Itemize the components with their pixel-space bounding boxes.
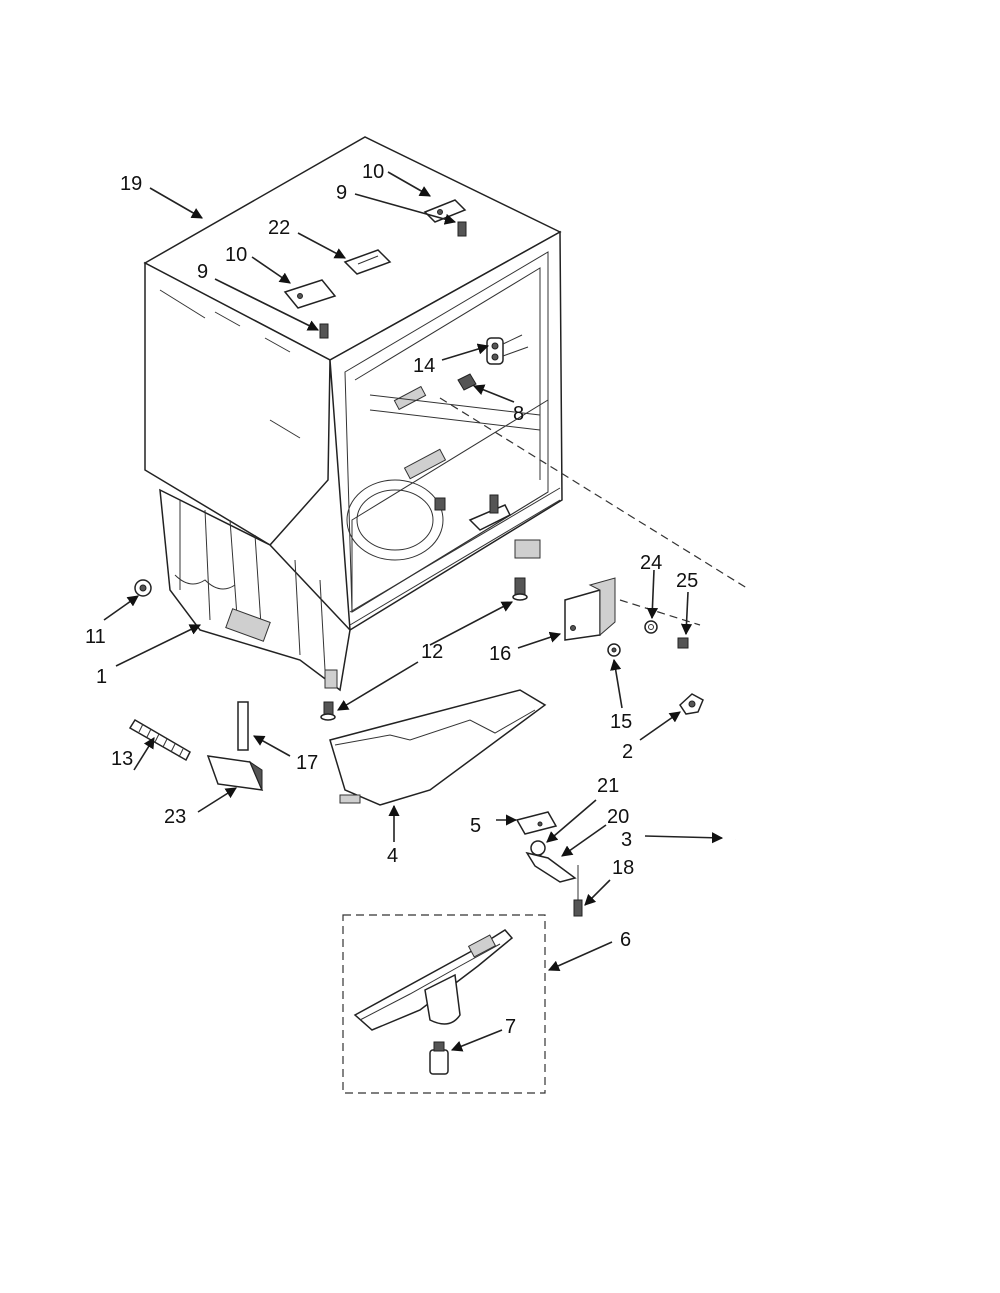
leg-12-upper xyxy=(512,577,528,601)
callout-10: 10 xyxy=(225,244,247,266)
bracket-20 xyxy=(525,851,579,900)
callout-25: 25 xyxy=(676,570,698,592)
screw-15 xyxy=(607,643,621,657)
leveling-leg-11 xyxy=(134,579,152,597)
callout-21: 21 xyxy=(597,775,619,797)
callout-18: 18 xyxy=(612,857,634,879)
callout-23: 23 xyxy=(164,806,186,828)
hinge-10-lower xyxy=(283,279,337,309)
screw-18 xyxy=(573,899,583,917)
callout-1: 1 xyxy=(96,666,107,688)
screw-9-lower xyxy=(319,323,329,339)
callout-20: 20 xyxy=(607,806,629,828)
leader-lines xyxy=(103,171,724,1052)
washer-24 xyxy=(644,620,658,634)
callout-10: 10 xyxy=(362,161,384,183)
callout-11: 11 xyxy=(85,626,106,648)
callout-6: 6 xyxy=(620,929,631,951)
callout-12: 12 xyxy=(421,641,443,663)
callout-15: 15 xyxy=(610,711,632,733)
sump-6 xyxy=(353,929,514,1031)
callout-8: 8 xyxy=(513,403,524,425)
callout-22: 22 xyxy=(268,217,290,239)
bottom-panel-4 xyxy=(329,689,547,806)
leg-12-lower xyxy=(320,701,336,721)
callout-13: 13 xyxy=(111,748,133,770)
strip-17 xyxy=(237,701,249,751)
spring-13 xyxy=(128,718,191,762)
pad-23 xyxy=(206,755,264,791)
callout-5: 5 xyxy=(470,815,481,837)
callouts: 19 10 9 22 10 9 14 8 11 1 12 24 25 16 15… xyxy=(85,161,698,1038)
door-gasket-3 xyxy=(723,516,920,841)
callout-9: 9 xyxy=(197,261,208,283)
bracket-16 xyxy=(564,577,616,641)
callout-4: 4 xyxy=(387,845,398,867)
sump-assembly-box xyxy=(342,914,546,1094)
screw-8 xyxy=(457,373,477,391)
callout-24: 24 xyxy=(640,552,662,574)
tub-assembly xyxy=(143,136,563,692)
screw-25 xyxy=(677,637,689,649)
valve-7 xyxy=(429,1041,449,1075)
callout-19: 19 xyxy=(120,173,142,195)
callout-14: 14 xyxy=(413,355,435,377)
callout-9: 9 xyxy=(336,182,347,204)
callout-17: 17 xyxy=(296,752,318,774)
callout-7: 7 xyxy=(505,1016,516,1038)
callout-2: 2 xyxy=(622,741,633,763)
bracket-5 xyxy=(515,811,558,835)
callout-3: 3 xyxy=(621,829,632,851)
bracket-22 xyxy=(343,249,392,275)
callout-16: 16 xyxy=(489,643,511,665)
clip-2 xyxy=(679,693,704,715)
screw-9-upper xyxy=(457,221,467,237)
